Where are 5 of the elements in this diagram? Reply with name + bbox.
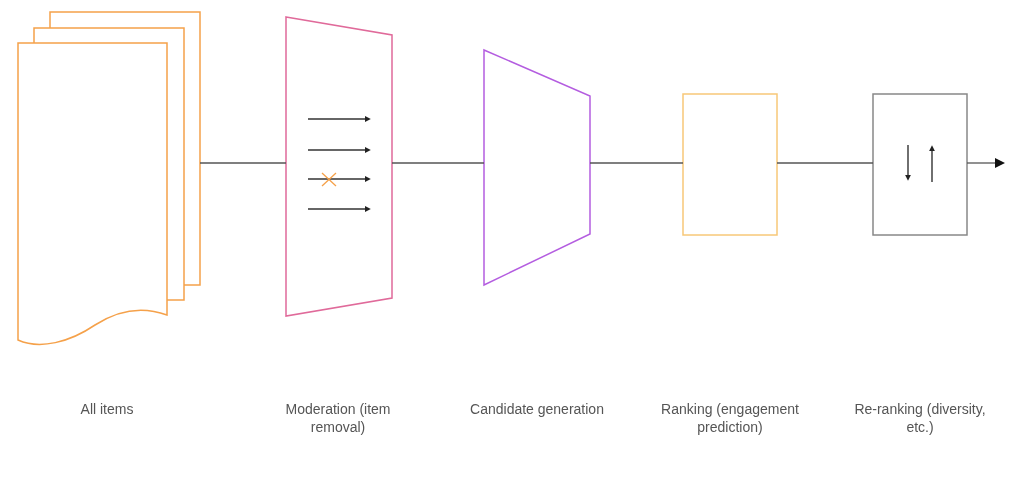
stage-caption: Moderation (item removal)	[284, 400, 392, 436]
stage-caption: Ranking (engagement prediction)	[660, 400, 800, 436]
stage-caption: All items	[79, 400, 135, 418]
stage-caption: Candidate generation	[469, 400, 605, 418]
stage-caption: Re-ranking (diversity, etc.)	[853, 400, 987, 436]
